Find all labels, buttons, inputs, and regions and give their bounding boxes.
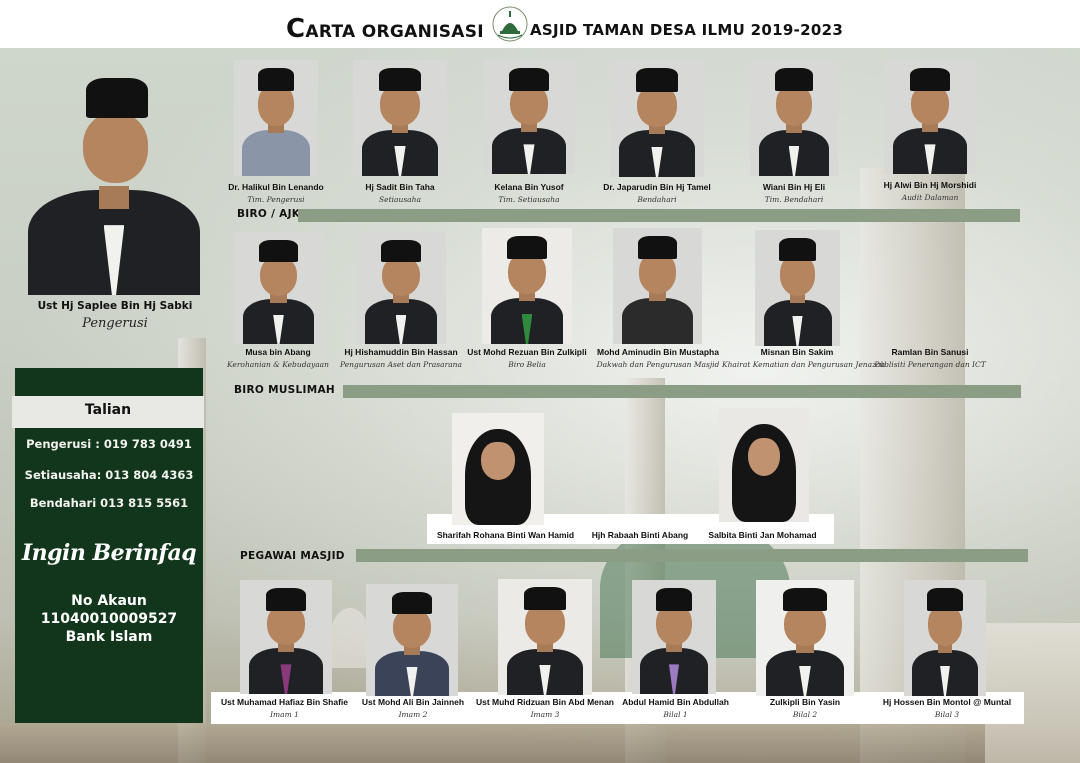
member-role: Imam 1 — [270, 710, 299, 719]
member-name: Sharifah Rohana Binti Wan Hamid — [436, 530, 575, 540]
member-name: Ust Mohd Rezuan Bin Zulkipli — [467, 347, 587, 357]
member-photo — [904, 580, 986, 696]
contact-line: Setiausaha: 013 804 4363 — [24, 468, 194, 482]
member-name: Hjh Rabaah Binti Abang — [591, 530, 689, 540]
section-bar — [343, 385, 1021, 398]
member-photo — [366, 584, 458, 696]
member-photo — [498, 579, 592, 695]
section-label-biro-muslimah: BIRO MUSLIMAH — [234, 384, 335, 396]
member-photo — [234, 60, 318, 176]
member-name: Ust Muhd Ridzuan Bin Abd Menan — [475, 697, 615, 707]
member-name: Zulkipli Bin Yasin — [769, 697, 841, 707]
member-role: Audit Dalaman — [901, 193, 959, 202]
section-bar — [356, 549, 1028, 562]
member-name: Ramlan Bin Sanusi — [891, 347, 969, 357]
member-name: Hj Alwi Bin Hj Morshidi — [883, 180, 977, 190]
contact-line: Bendahari 013 815 5561 — [29, 496, 189, 510]
bank-name: Bank Islam — [65, 629, 153, 645]
member-role: Pengurusan Aset dan Prasarana — [340, 360, 462, 369]
contact-line: Pengerusi : 019 783 0491 — [26, 437, 192, 451]
member-photo — [482, 228, 572, 344]
member-photo — [353, 60, 447, 176]
member-role: Tim. Setiausaha — [498, 195, 560, 204]
chairman-photo — [28, 62, 200, 295]
member-photo — [452, 413, 544, 525]
member-photo — [755, 230, 840, 346]
member-name: Dr. Halikul Bin Lenando — [228, 182, 324, 192]
member-role: Bendahari — [637, 195, 677, 204]
building-base — [0, 723, 1080, 763]
member-role: Bilal 3 — [934, 710, 960, 719]
member-name: Hj Hossen Bin Montol @ Muntal — [882, 697, 1012, 707]
member-photo — [884, 60, 976, 174]
title-cap: C — [286, 14, 306, 44]
member-photo — [610, 60, 704, 177]
akaun-number: 11040010009527 — [40, 611, 178, 627]
member-name: Mohd Aminudin Bin Mustapha — [597, 347, 719, 357]
member-role: Bilal 2 — [792, 710, 818, 719]
member-role: Bilal 1 — [663, 710, 688, 719]
member-role: Khairat Kematian dan Pengurusan Jenazah — [722, 360, 886, 369]
member-role: Imam 2 — [398, 710, 428, 719]
member-role: Publisiti Penerangan dan ICT — [874, 360, 986, 369]
member-photo — [632, 580, 716, 694]
member-name: Salbita Binti Jan Mohamad — [708, 530, 817, 540]
member-role: Biro Belia — [508, 360, 546, 369]
member-name: Hj Sadit Bin Taha — [365, 182, 435, 192]
white-dome — [330, 608, 370, 668]
member-role: Setiausaha — [379, 195, 421, 204]
member-name: Wiani Bin Hj Eli — [762, 182, 826, 192]
header-banner: CARTA ORGANISASI ASJID TAMAN DESA ILMU 2… — [0, 0, 1080, 48]
chairman-name: Ust Hj Saplee Bin Hj Sabki — [37, 300, 193, 312]
member-name: Dr. Japarudin Bin Hj Tamel — [603, 182, 711, 192]
section-bar — [298, 209, 1020, 222]
member-role: Tim. Bendahari — [764, 195, 824, 204]
infaq-title: Ingin Berinfaq — [21, 540, 197, 566]
title-left: CARTA ORGANISASI — [286, 14, 484, 44]
member-role: Tim. Pengerusi — [247, 195, 305, 204]
talian-header: Talian — [12, 396, 204, 428]
member-photo — [356, 232, 446, 344]
member-photo — [750, 60, 838, 176]
member-name: Musa bin Abang — [245, 347, 311, 357]
pegawai-name-strip — [211, 692, 1024, 724]
member-photo — [613, 228, 702, 344]
member-role: Dakwah dan Pengurusan Masjid — [596, 360, 720, 369]
member-photo — [756, 580, 854, 696]
member-name: Hj Hishamuddin Bin Hassan — [344, 347, 458, 357]
member-name: Abdul Hamid Bin Abdullah — [622, 697, 729, 707]
member-photo — [719, 408, 809, 522]
title-right: ASJID TAMAN DESA ILMU 2019-2023 — [530, 21, 844, 39]
talian-label: Talian — [84, 402, 132, 418]
section-label-biro-ajk: BIRO / AJK — [237, 208, 301, 220]
member-name: Ust Muhamad Hafiaz Bin Shafie — [220, 697, 349, 707]
section-label-pegawai-masjid: PEGAWAI MASJID — [240, 550, 345, 562]
member-name: Misnan Bin Sakim — [760, 347, 834, 357]
mosque-logo-icon — [492, 6, 528, 42]
member-photo — [234, 232, 323, 344]
member-name: Ust Mohd Ali Bin Jainneh — [361, 697, 465, 707]
akaun-label: No Akaun — [71, 593, 147, 609]
member-name: Kelana Bin Yusof — [494, 182, 564, 192]
member-role: Imam 3 — [530, 710, 560, 719]
chairman-role: Pengerusi — [82, 316, 148, 331]
member-role: Kerohanian & Kebudayaan — [227, 360, 329, 369]
member-photo — [483, 60, 575, 174]
member-photo — [240, 580, 332, 694]
title-left-text: ARTA ORGANISASI — [305, 22, 484, 42]
